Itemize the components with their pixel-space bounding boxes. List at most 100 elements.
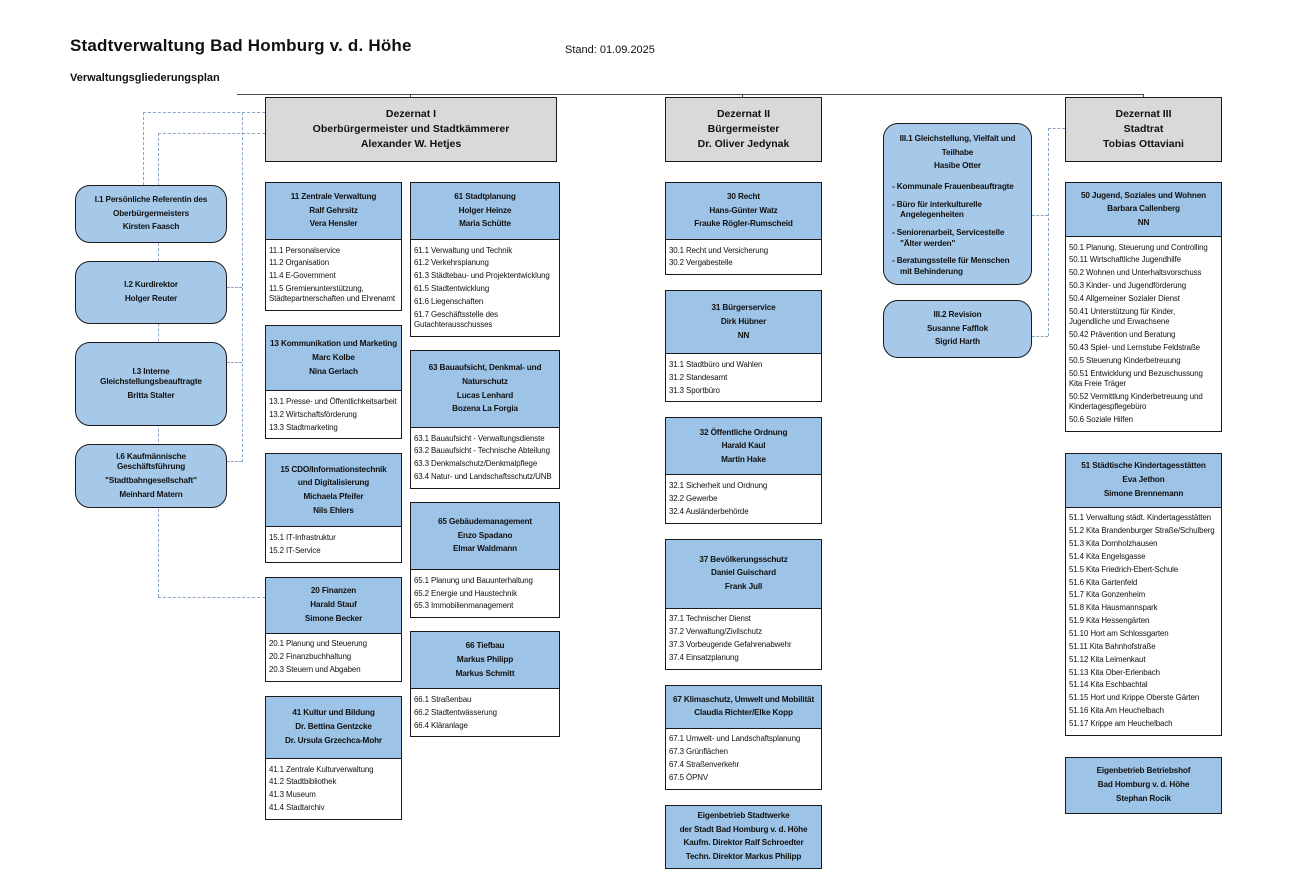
connector-stub-dez1 <box>410 94 411 98</box>
title-line: Britta Stalter <box>127 390 175 400</box>
connector-top-rail <box>237 94 1143 95</box>
list-item: 61.7 Geschäftsstelle des Gutachteraussch… <box>414 309 499 330</box>
title-line: Daniel Guischard <box>711 568 776 578</box>
connector-i1-horizontal <box>143 112 265 113</box>
title-line: Stadtrat <box>1123 123 1164 136</box>
title-line: Michaela Pfeifer <box>303 491 364 501</box>
list-item: 61.1 Verwaltung und Technik <box>414 245 513 255</box>
title-line: Frank Jull <box>724 581 763 591</box>
connector-finance-top <box>158 133 265 134</box>
connector-dez3-vertical <box>1048 128 1049 336</box>
list-item: 51.1 Verwaltung städt. Kindertagesstätte… <box>1069 513 1211 523</box>
connector-i3-stub <box>227 362 242 363</box>
connector-iii2-stub <box>1032 336 1048 337</box>
list-item: 11.5 Gremienunterstützung, Städtepartner… <box>269 284 396 304</box>
list-item: 63.1 Bauaufsicht - Verwaltungsdienste <box>414 433 545 443</box>
connector-i2-stub <box>227 287 242 288</box>
title-line: Teilhabe <box>941 147 974 157</box>
list-item: 63.4 Natur- und Landschaftsschutz/UNB <box>414 472 552 482</box>
list-item: 50.43 Spiel- und Lernstube Feldstraße <box>1069 342 1200 352</box>
list-item: 61.5 Stadtentwicklung <box>414 284 490 294</box>
list-item: 51.8 Kita Hausmannspark <box>1069 603 1158 613</box>
list-item: 51.10 Hort am Schlossgarten <box>1069 629 1169 639</box>
list-item: 50.41 Unterstützung für Kinder, Jugendli… <box>1069 306 1176 327</box>
title-line: Holger Reuter <box>124 294 178 303</box>
title-line: Techn. Direktor Markus Philipp <box>685 851 802 861</box>
list-item: 50.11 Wirtschaftliche Jugendhilfe <box>1069 255 1181 265</box>
list-item: 13.2 Wirtschaftsförderung <box>269 409 357 419</box>
list-item: 11.1 Personalservice <box>269 245 341 255</box>
list-item: 51.6 Kita Gartenfeld <box>1069 577 1138 587</box>
list-item: 51.9 Kita Hessengärten <box>1069 616 1150 626</box>
title-line: NN <box>737 330 750 340</box>
title-line: I.1 Persönliche Referentin des <box>94 195 208 205</box>
list-item: 51.17 Krippe am Heuchelbach <box>1069 719 1173 729</box>
title-line: Ralf Gehrsitz <box>309 205 358 215</box>
title-line: 41 Kultur und Bildung <box>292 708 375 718</box>
bullet-item: - Kommunale Frauenbeauftragte <box>892 181 1014 191</box>
list-item: 32.2 Gewerbe <box>669 493 718 503</box>
list-item: 67.3 Grünflächen <box>669 747 728 757</box>
title-line: 67 Klimaschutz, Umwelt und Mobilität <box>672 694 815 704</box>
title-line: Harald Stauf <box>310 599 357 609</box>
title-line: I.3 Interne Gleichstellungsbeauftragte <box>100 366 202 387</box>
title-line: 51 Städtische Kindertagesstätten <box>1081 461 1206 471</box>
list-item: 51.14 Kita Eschbachtal <box>1069 680 1148 690</box>
list-item: 50.5 Steuerung Kinderbetreuung <box>1069 355 1181 365</box>
list-item: 67.5 ÖPNV <box>669 772 709 782</box>
title-line: Bozena La Forgia <box>452 404 518 414</box>
list-item: 11.2 Organisation <box>269 258 330 268</box>
bullet-item: - Beratungsstelle für Menschen mit Behin… <box>892 256 1010 276</box>
box-item-list: 13.1 Presse- und Öffentlichkeitsarbeit 13… <box>265 390 402 440</box>
title-line: Dr. Ursula Grzechca-Mohr <box>285 735 382 745</box>
connector-iii1-stub <box>1032 215 1048 216</box>
list-item: 51.12 Kita Leimenkaut <box>1069 654 1146 664</box>
title-line: III.2 Revision <box>933 310 982 320</box>
box-i6-stadtbahngesellschaft: I.6 Kaufmännische Geschäftsführung"Stadt… <box>75 444 227 508</box>
list-item: 30.1 Recht und Versicherung <box>669 245 769 255</box>
title-line: 63 Bauaufsicht, Denkmal- und <box>428 363 542 373</box>
list-item: 51.4 Kita Engelsgasse <box>1069 551 1146 561</box>
list-item: 50.2 Wohnen und Unterhaltsvorschuss <box>1069 268 1202 278</box>
title-line: Oberbürgermeisters <box>112 208 190 218</box>
title-line: Dezernat I <box>385 108 437 121</box>
box-item-list: 51.1 Verwaltung städt. Kindertagesstätte… <box>1065 506 1222 736</box>
title-line: Dr. Bettina Gentzcke <box>295 722 372 732</box>
bullet-item: - Seniorenarbeit, Servicestelle "Älter w… <box>892 227 1005 248</box>
title-line: Markus Schmitt <box>455 668 515 678</box>
title-line: III.1 Gleichstellung, Vielfalt und <box>899 134 1016 143</box>
title-line: 11 Zentrale Verwaltung <box>290 192 377 202</box>
list-item: 32.1 Sicherheit und Ordnung <box>669 481 768 491</box>
list-item: 13.1 Presse- und Öffentlichkeitsarbeit <box>269 396 397 406</box>
title-line: Simone Brennemann <box>1103 488 1184 498</box>
